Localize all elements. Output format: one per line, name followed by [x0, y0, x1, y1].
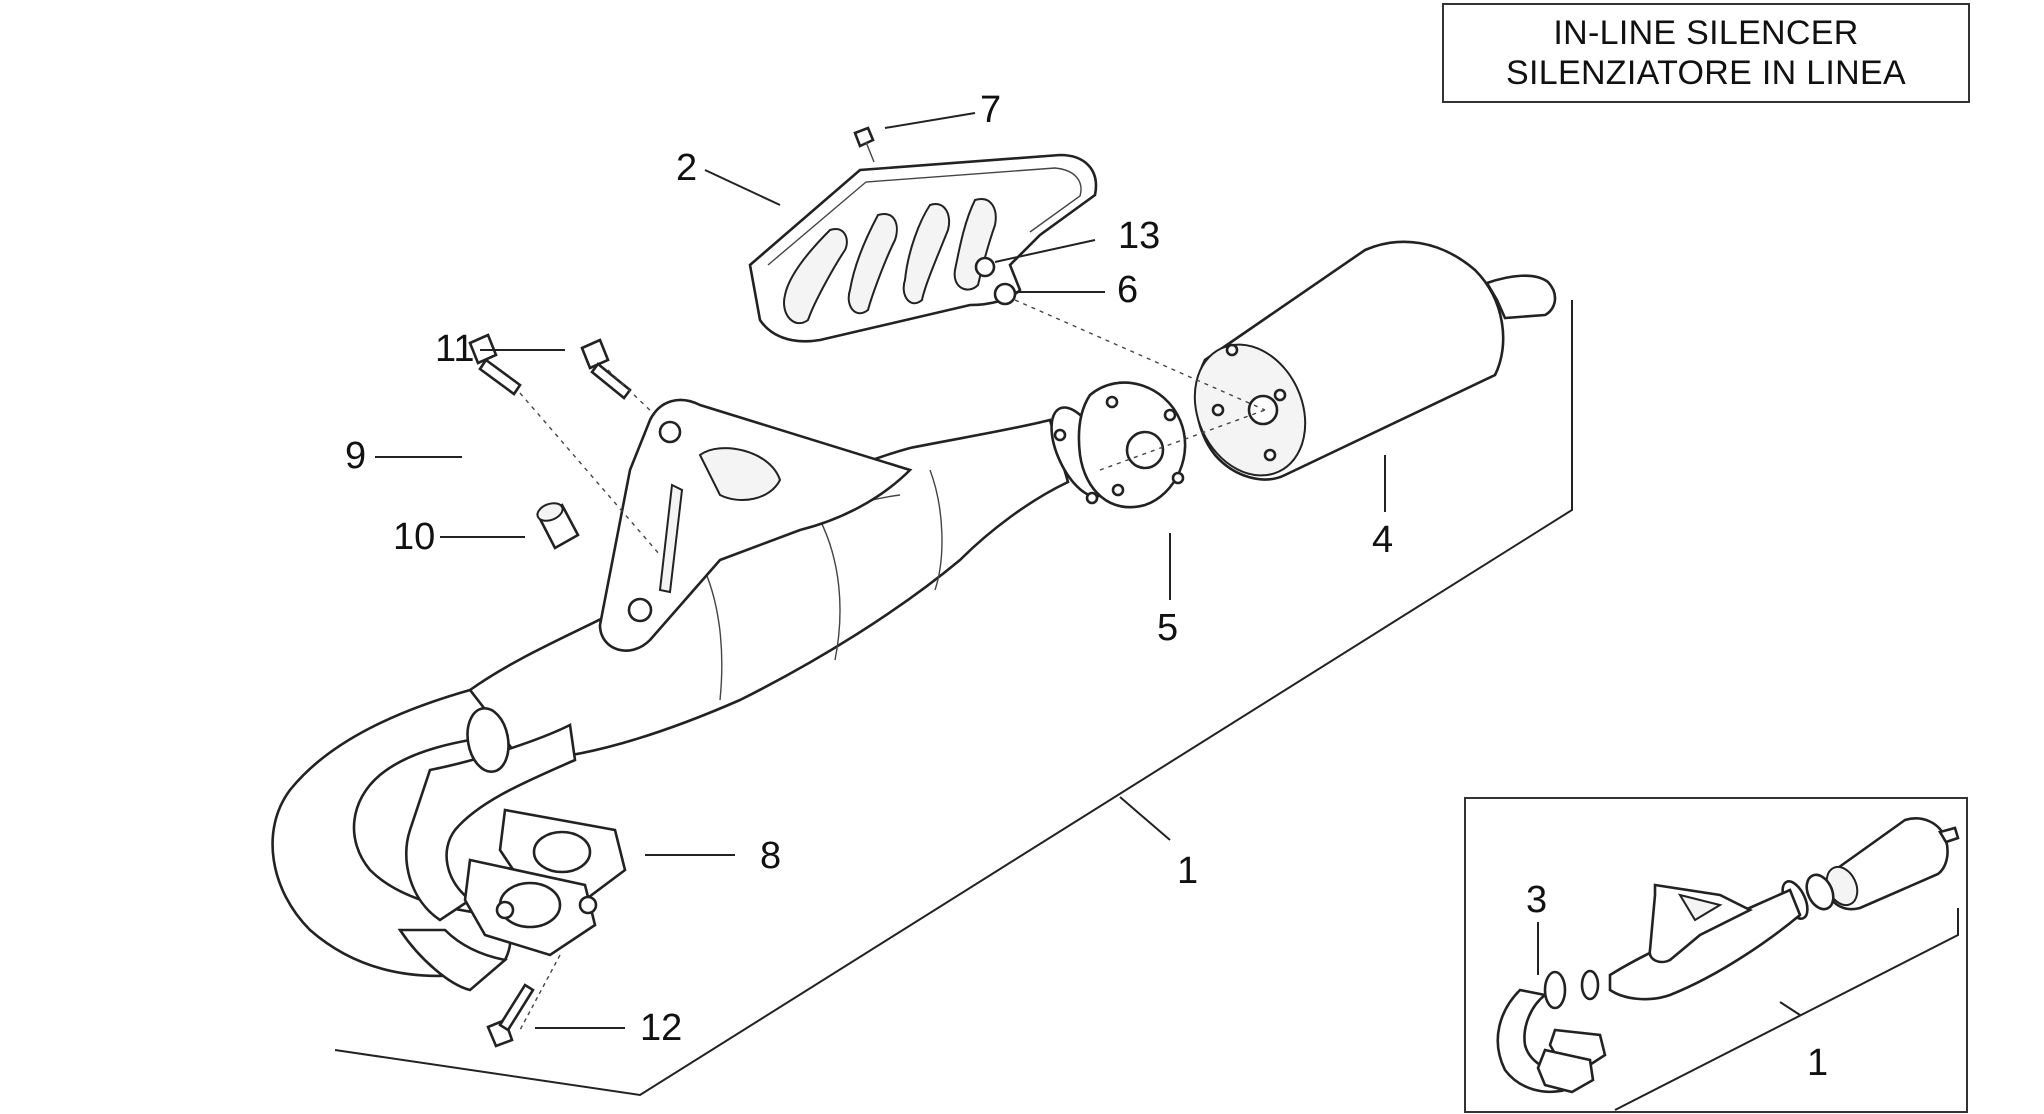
- title-line-english: IN-LINE SILENCER: [1553, 14, 1859, 52]
- inset-variant-diagram: [1464, 797, 1968, 1113]
- silencer: [1193, 240, 1557, 481]
- callout-10: 10: [393, 516, 435, 558]
- title-line-italian: SILENZIATORE IN LINEA: [1506, 54, 1906, 92]
- callout-labels: 7 2 13 6 11 9 10 4 5 8 1 12 3 1: [345, 89, 1828, 1084]
- callout-2: 2: [676, 147, 697, 189]
- callout-12: 12: [640, 1007, 682, 1049]
- callout-7: 7: [980, 89, 1001, 131]
- callout-8: 8: [760, 835, 781, 877]
- diagram-title-box: IN-LINE SILENCER SILENZIATORE IN LINEA: [1442, 3, 1970, 103]
- assembly-bracket: [334, 300, 1573, 1097]
- leader-lines: [375, 112, 1386, 1029]
- callout-13: 13: [1118, 215, 1160, 257]
- callout-3-inset: 3: [1526, 879, 1547, 921]
- callout-4: 4: [1372, 519, 1393, 561]
- callout-9: 9: [345, 435, 366, 477]
- hardware: [468, 126, 1266, 1048]
- exhaust-pipe-assembly: [271, 398, 1110, 1031]
- callout-6: 6: [1117, 269, 1138, 311]
- heat-shield: [748, 153, 1098, 343]
- callout-11: 11: [435, 328, 474, 370]
- callout-1-inset: 1: [1807, 1042, 1828, 1084]
- flange-gasket: [1077, 381, 1187, 509]
- callout-5: 5: [1157, 607, 1178, 649]
- callout-1: 1: [1177, 850, 1198, 892]
